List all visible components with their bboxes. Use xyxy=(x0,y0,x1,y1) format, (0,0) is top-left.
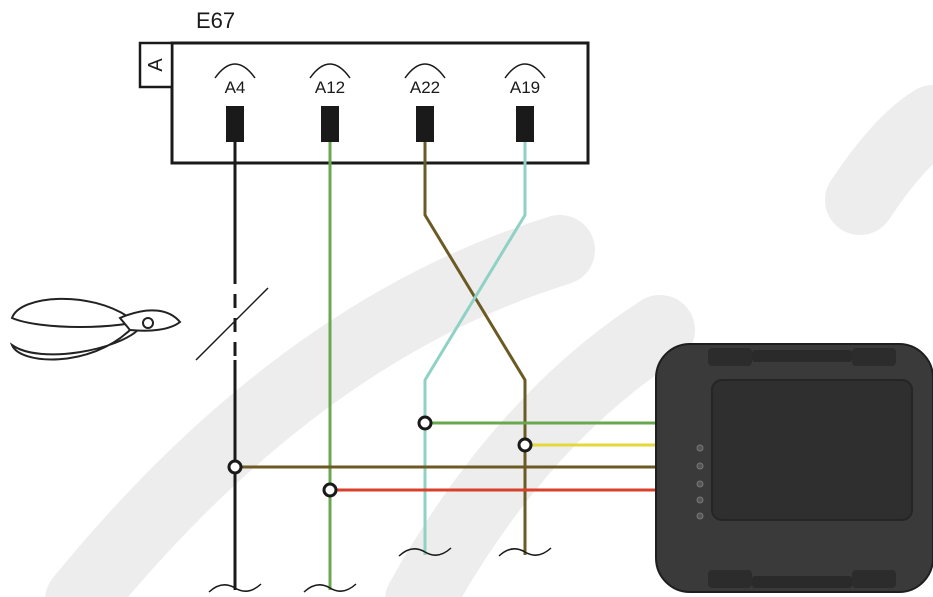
pin-a12: A12 xyxy=(309,63,351,142)
wire-end-mark xyxy=(498,547,552,557)
pin-a19: A19 xyxy=(504,63,546,142)
tap-point-a4 xyxy=(227,459,243,475)
breakout-box-icon xyxy=(655,343,933,593)
wire-cutter-icon xyxy=(9,297,182,361)
connector-side-tab xyxy=(138,41,174,89)
pin-label: A4 xyxy=(225,78,246,97)
pin-label: A22 xyxy=(410,78,440,97)
connector-housing xyxy=(170,41,590,165)
cut-mark xyxy=(195,287,269,361)
pin-arc xyxy=(309,63,351,79)
pin-arc xyxy=(404,63,446,79)
wire-ends-layer xyxy=(208,547,552,593)
pin-a22: A22 xyxy=(404,63,446,142)
wire-end-mark xyxy=(398,547,452,557)
probe-leads-layer xyxy=(227,415,656,498)
pin-label: A19 xyxy=(510,78,540,97)
connector-side-label: A xyxy=(145,58,167,72)
wire-end-mark xyxy=(303,583,357,593)
tap-point-a19 xyxy=(517,437,533,453)
pin-arc xyxy=(504,63,546,79)
pins-layer: A4 A12 A22 A19 xyxy=(214,63,546,142)
pin-terminal xyxy=(321,106,339,142)
tap-point-a22 xyxy=(417,415,433,431)
device-ports xyxy=(696,444,704,520)
pin-terminal xyxy=(226,106,244,142)
wire-end-mark xyxy=(208,583,262,593)
connector-name: E67 xyxy=(196,8,235,33)
tap-point-a12 xyxy=(322,482,338,498)
pin-a4: A4 xyxy=(214,63,256,142)
pin-label: A12 xyxy=(315,78,345,97)
pin-terminal xyxy=(516,106,534,142)
pin-terminal xyxy=(416,106,434,142)
pin-arc xyxy=(214,63,256,79)
